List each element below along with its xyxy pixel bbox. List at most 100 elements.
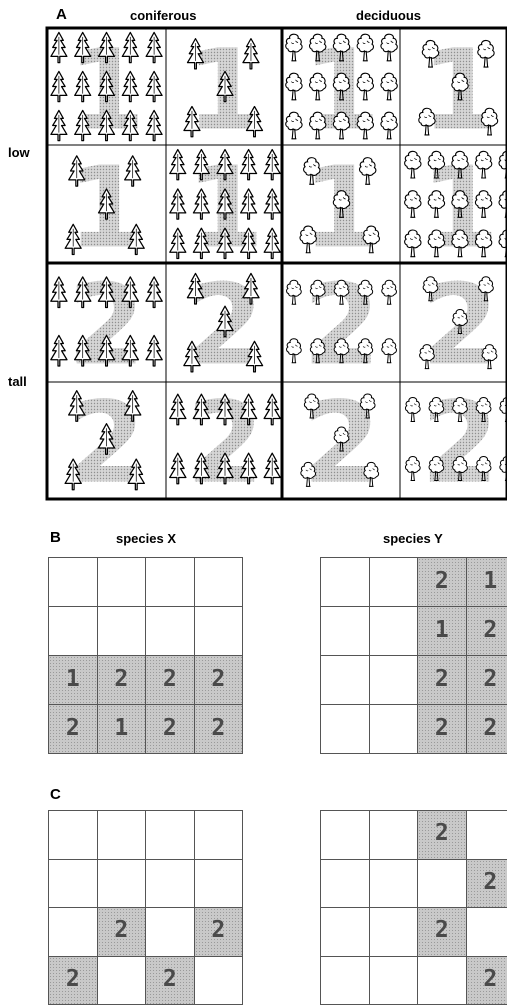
panel-b-species-x-cell-value: 1 bbox=[98, 715, 146, 741]
panel-b-species-y-cell: 2 bbox=[466, 655, 507, 705]
deciduous-tree-icon bbox=[381, 34, 397, 61]
panel-c-species-y-cell: 2 bbox=[466, 956, 507, 1005]
deciduous-tree-icon bbox=[287, 339, 302, 363]
panel-b-species-y-cell bbox=[369, 704, 419, 754]
panel-c-species-x-cell-value: 2 bbox=[195, 917, 243, 943]
conifer-icon bbox=[146, 110, 162, 140]
deciduous-tree-icon bbox=[405, 457, 420, 481]
deciduous-tree-icon bbox=[381, 73, 397, 100]
panel-b-species-y-cell bbox=[320, 655, 370, 705]
title-species-x: species X bbox=[116, 531, 176, 546]
panel-b-species-y-cell-value: 2 bbox=[467, 715, 507, 741]
conifer-icon bbox=[170, 453, 186, 484]
panel-c-species-y-cell: 2 bbox=[417, 810, 467, 860]
panel-c-species-x-cell bbox=[194, 956, 244, 1005]
panel-c-species-y-cell bbox=[417, 956, 467, 1005]
conifer-icon bbox=[264, 189, 280, 219]
panel-b-species-x-cell bbox=[194, 557, 244, 607]
panel-b-species-x-cell bbox=[48, 557, 98, 607]
conifer-icon bbox=[51, 110, 67, 140]
panel-b-species-x-cell: 1 bbox=[97, 704, 147, 754]
conifer-icon bbox=[146, 32, 162, 62]
panel-c-species-x-cell bbox=[145, 810, 195, 860]
panel-c-species-x-cell: 2 bbox=[194, 907, 244, 957]
deciduous-tree-icon bbox=[405, 230, 421, 257]
panel-c-species-y-cell-value: 2 bbox=[418, 917, 466, 943]
panel-b-species-y-cell: 1 bbox=[466, 557, 507, 607]
panel-b-species-y-cell-value: 2 bbox=[467, 666, 507, 692]
conifer-icon bbox=[146, 71, 162, 101]
panel-b-species-x-cell bbox=[194, 606, 244, 656]
panel-b-species-x-cell: 2 bbox=[48, 704, 98, 754]
panel-b-species-x-cell-value: 2 bbox=[146, 666, 194, 692]
deciduous-tree-icon bbox=[382, 339, 397, 363]
panel-c-species-x-cell-value: 2 bbox=[98, 917, 146, 943]
panel-c-species-y-cell bbox=[466, 907, 507, 957]
panel-c-species-x-cell: 2 bbox=[145, 956, 195, 1005]
panel-c-species-y-cell: 2 bbox=[417, 907, 467, 957]
panel-c-species-y-cell bbox=[320, 810, 370, 860]
panel-c-species-x-cell bbox=[145, 907, 195, 957]
panel-b-species-y-cell: 2 bbox=[466, 704, 507, 754]
conifer-icon bbox=[51, 335, 67, 366]
panel-c-species-x-cell bbox=[145, 859, 195, 909]
panel-b-species-x-cell: 2 bbox=[194, 704, 244, 754]
conifer-icon bbox=[51, 277, 67, 308]
deciduous-tree-icon bbox=[287, 280, 302, 304]
panel-b-species-y-cell bbox=[369, 557, 419, 607]
panel-b-species-y-cell-value: 1 bbox=[418, 617, 466, 643]
panel-b-species-y-cell-value: 2 bbox=[418, 715, 466, 741]
panel-b-species-x-cell bbox=[145, 557, 195, 607]
panel-b-species-y-cell-value: 1 bbox=[467, 568, 507, 594]
panel-c-species-y-cell bbox=[369, 859, 419, 909]
panel-b-species-y-cell: 2 bbox=[417, 655, 467, 705]
conifer-icon bbox=[170, 394, 186, 425]
conifer-icon bbox=[264, 394, 280, 425]
deciduous-tree-icon bbox=[286, 73, 302, 100]
panel-c-species-x-cell: 2 bbox=[48, 956, 98, 1005]
panel-c-species-y-cell bbox=[320, 956, 370, 1005]
panel-c-species-y-cell bbox=[369, 810, 419, 860]
panel-c-species-x-cell bbox=[48, 907, 98, 957]
panel-c-species-x-cell bbox=[97, 810, 147, 860]
panel-c-species-y-cell bbox=[369, 956, 419, 1005]
conifer-icon bbox=[170, 189, 186, 219]
panel-b-species-x-cell-value: 2 bbox=[49, 715, 97, 741]
deciduous-tree-icon bbox=[405, 398, 420, 422]
conifer-icon bbox=[170, 150, 186, 180]
panel-a-tree-grid: 1111111122222222 bbox=[0, 0, 507, 510]
panel-b-species-y-cell: 2 bbox=[417, 704, 467, 754]
panel-b-letter: B bbox=[50, 529, 61, 546]
panel-c-species-y-cell bbox=[417, 859, 467, 909]
panel-b-species-y-cell bbox=[369, 655, 419, 705]
conifer-icon bbox=[146, 335, 162, 366]
conifer-icon bbox=[264, 228, 280, 258]
deciduous-tree-icon bbox=[286, 112, 302, 139]
panel-c-species-x-cell bbox=[48, 810, 98, 860]
panel-b-species-x-cell bbox=[97, 557, 147, 607]
panel-b-species-y-cell-value: 2 bbox=[418, 666, 466, 692]
conifer-icon bbox=[170, 228, 186, 258]
panel-b-species-x-cell bbox=[97, 606, 147, 656]
panel-c-species-y-cell-value: 2 bbox=[467, 869, 507, 895]
panel-b-species-x-cell: 1 bbox=[48, 655, 98, 705]
panel-c-species-x-cell bbox=[48, 859, 98, 909]
panel-b-species-y-cell bbox=[369, 606, 419, 656]
panel-b-species-y-cell: 2 bbox=[417, 557, 467, 607]
panel-b-species-y-cell: 2 bbox=[466, 606, 507, 656]
panel-b-species-x-cell bbox=[145, 606, 195, 656]
panel-b-species-y-cell: 1 bbox=[417, 606, 467, 656]
deciduous-tree-icon bbox=[405, 151, 421, 178]
panel-b-species-y-cell bbox=[320, 704, 370, 754]
panel-b-species-x-cell-value: 2 bbox=[146, 715, 194, 741]
panel-c-species-x-cell bbox=[97, 956, 147, 1005]
panel-b-species-x-cell: 2 bbox=[97, 655, 147, 705]
conifer-icon bbox=[51, 71, 67, 101]
panel-c-species-y-cell: 2 bbox=[466, 859, 507, 909]
panel-b-species-x-cell: 2 bbox=[145, 655, 195, 705]
panel-c-species-y-cell bbox=[466, 810, 507, 860]
